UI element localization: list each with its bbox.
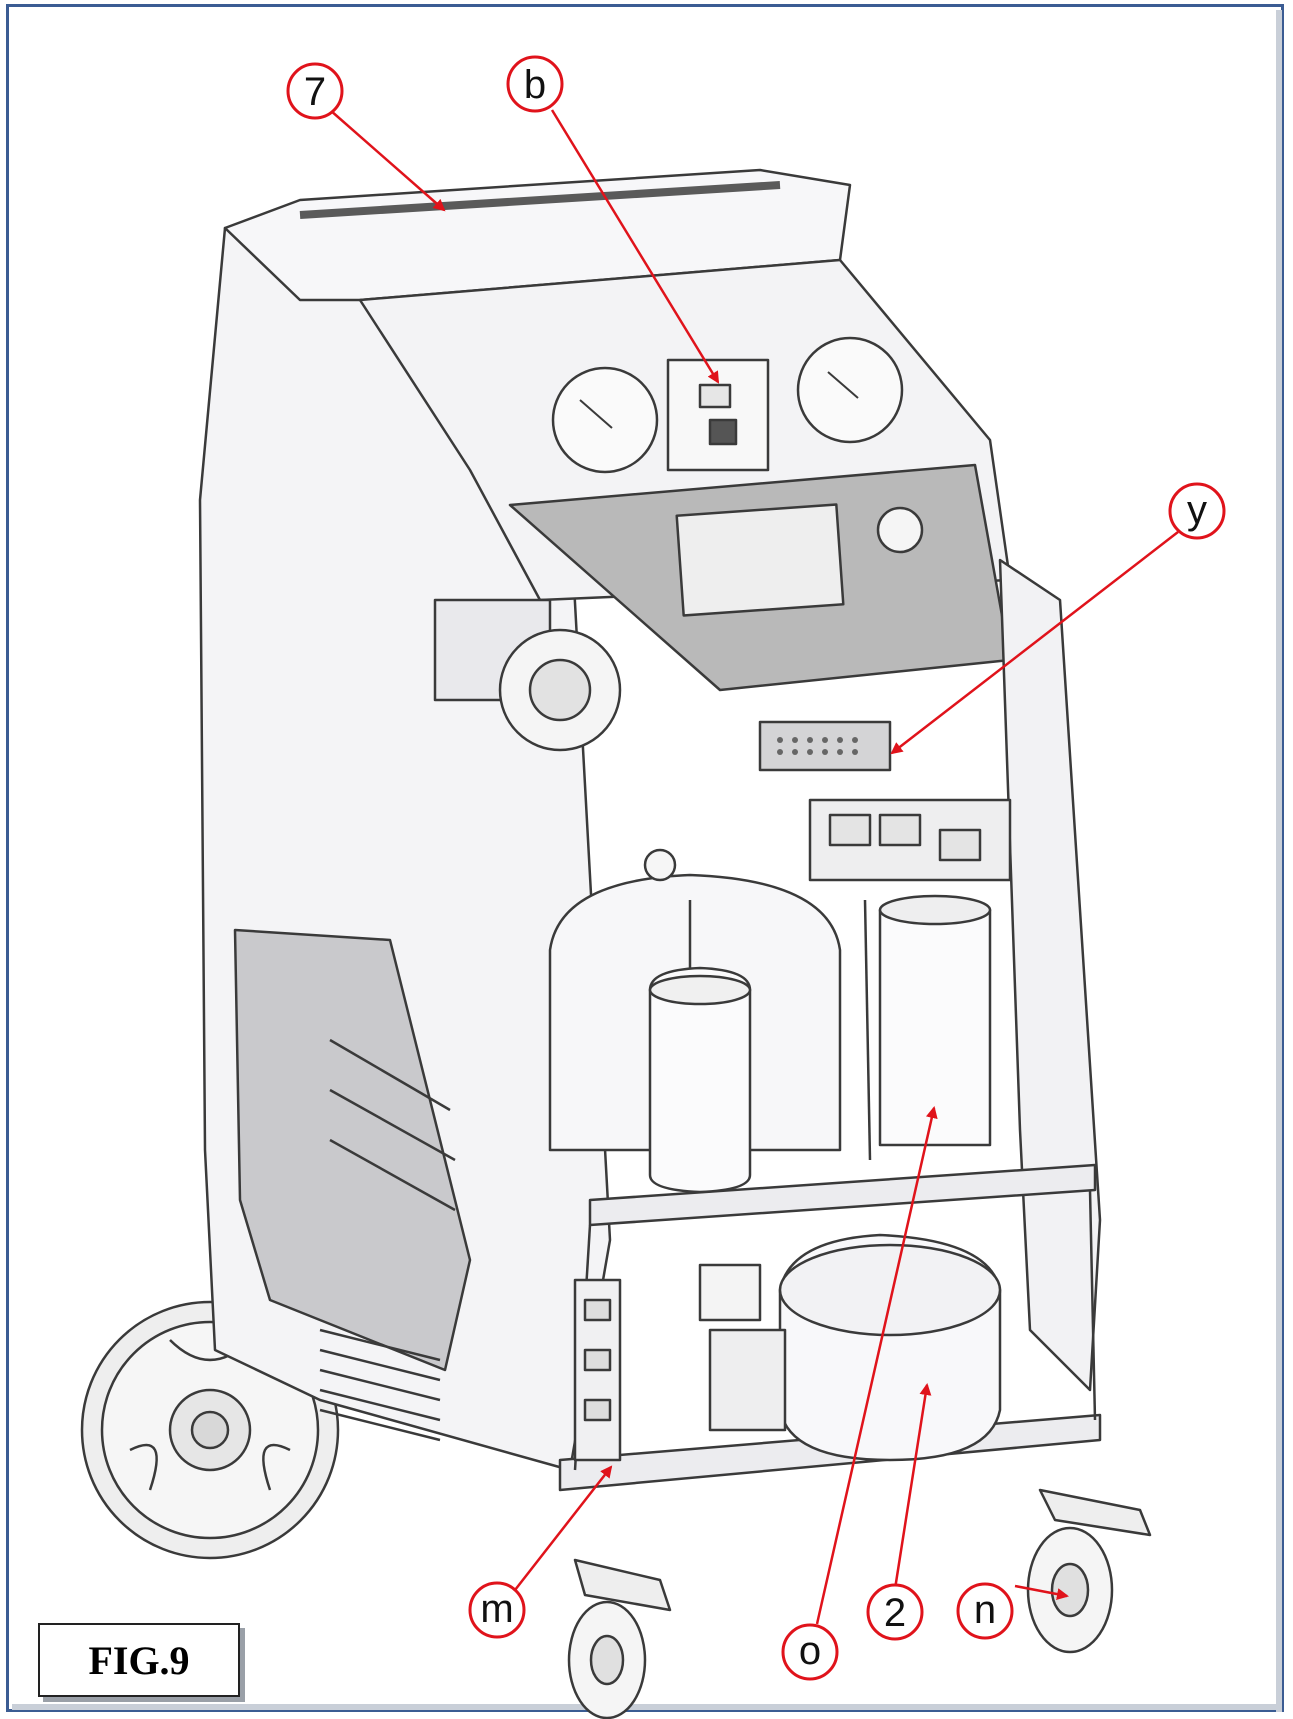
left-door-panel (233, 928, 472, 1372)
frame-shadow (1276, 10, 1282, 1712)
left-vents (319, 1328, 441, 1442)
top-handle (223, 168, 852, 302)
leader-n (1014, 1584, 1069, 1601)
panel-gauge (876, 506, 924, 554)
figure-label: FIG.9 (88, 1637, 190, 1683)
oil-container (878, 908, 992, 1147)
machine-drawing (80, 168, 1152, 1719)
figure-label-box: FIG.9 (38, 1623, 240, 1697)
leader-lines (329, 109, 1179, 1625)
callout-o: o (781, 1623, 839, 1681)
callout-y: y (1168, 482, 1226, 540)
compressor-box (708, 1328, 787, 1432)
leader-7 (329, 109, 446, 212)
front-left-caster (567, 1558, 672, 1719)
callout-2-label: 2 (884, 1591, 906, 1635)
solenoid-connector (758, 720, 892, 772)
callout-b: b (506, 55, 564, 113)
callout-2: 2 (866, 1583, 924, 1641)
display-screen (675, 503, 845, 617)
left-gauge (551, 366, 659, 474)
callout-o-label: o (799, 1629, 821, 1673)
leader-b (550, 109, 720, 384)
frame-shadow-bottom (12, 1704, 1280, 1710)
callout-y-label: y (1187, 488, 1207, 532)
callout-b-label: b (524, 63, 546, 107)
callout-n-label: n (974, 1588, 996, 1632)
right-frame (998, 558, 1102, 1392)
leader-2 (893, 1383, 932, 1590)
leader-m (514, 1465, 613, 1591)
leader-o (815, 1106, 938, 1625)
usb-port-panel (666, 358, 770, 472)
callout-7: 7 (286, 62, 344, 120)
callout-7-label: 7 (304, 70, 326, 114)
callout-m: m (468, 1581, 526, 1639)
callout-m-label: m (480, 1587, 513, 1631)
callout-n: n (956, 1582, 1014, 1640)
callouts: 7 b y m o 2 n (286, 55, 1226, 1681)
rear-right-caster (1026, 1488, 1152, 1654)
middle-shelf (588, 1163, 1097, 1227)
leader-y (890, 531, 1179, 755)
